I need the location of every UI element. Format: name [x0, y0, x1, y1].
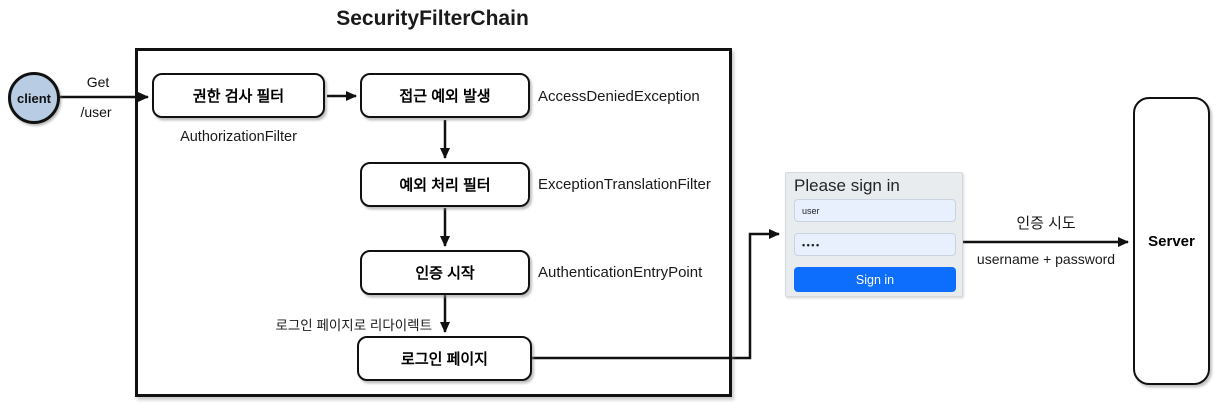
annotation-access-denied-exception: AccessDeniedException: [538, 88, 700, 105]
security-filter-chain-container: [135, 48, 732, 397]
request-path-label: /user: [80, 104, 112, 120]
redirect-to-login-label: 로그인 페이지로 리다이렉트: [275, 318, 432, 333]
box-exception-translation-filter-label: 예외 처리 필터: [399, 177, 491, 194]
username-input[interactable]: [794, 199, 956, 222]
box-exception-translation-filter: 예외 처리 필터: [360, 162, 530, 207]
box-login-page-label: 로그인 페이지: [401, 351, 488, 368]
password-input[interactable]: [794, 233, 956, 256]
signin-form-title: Please sign in: [794, 176, 900, 195]
auth-attempt-label: 인증 시도: [1016, 215, 1076, 232]
box-authentication-start-label: 인증 시작: [415, 265, 475, 282]
client-label: client: [17, 90, 51, 106]
annotation-authentication-entry-point: AuthenticationEntryPoint: [538, 264, 703, 281]
client-node: client: [8, 72, 60, 124]
box-authentication-start: 인증 시작: [360, 250, 530, 295]
annotation-authorization-filter: AuthorizationFilter: [180, 129, 297, 145]
sign-in-button[interactable]: Sign in: [794, 267, 956, 292]
server-node: Server: [1133, 97, 1210, 385]
server-label: Server: [1148, 232, 1195, 250]
signin-form: Please sign in Sign in: [785, 172, 963, 297]
username-password-label: username + password: [976, 251, 1116, 267]
request-method-label: Get: [86, 74, 110, 90]
box-access-exception: 접근 예외 발생: [360, 73, 530, 118]
box-login-page: 로그인 페이지: [357, 336, 532, 381]
annotation-exception-translation-filter: ExceptionTranslationFilter: [538, 176, 711, 193]
box-access-exception-label: 접근 예외 발생: [399, 88, 491, 105]
box-authorization-filter-label: 권한 검사 필터: [192, 88, 285, 105]
box-authorization-filter: 권한 검사 필터: [152, 73, 325, 118]
diagram-title: SecurityFilterChain: [336, 7, 529, 30]
